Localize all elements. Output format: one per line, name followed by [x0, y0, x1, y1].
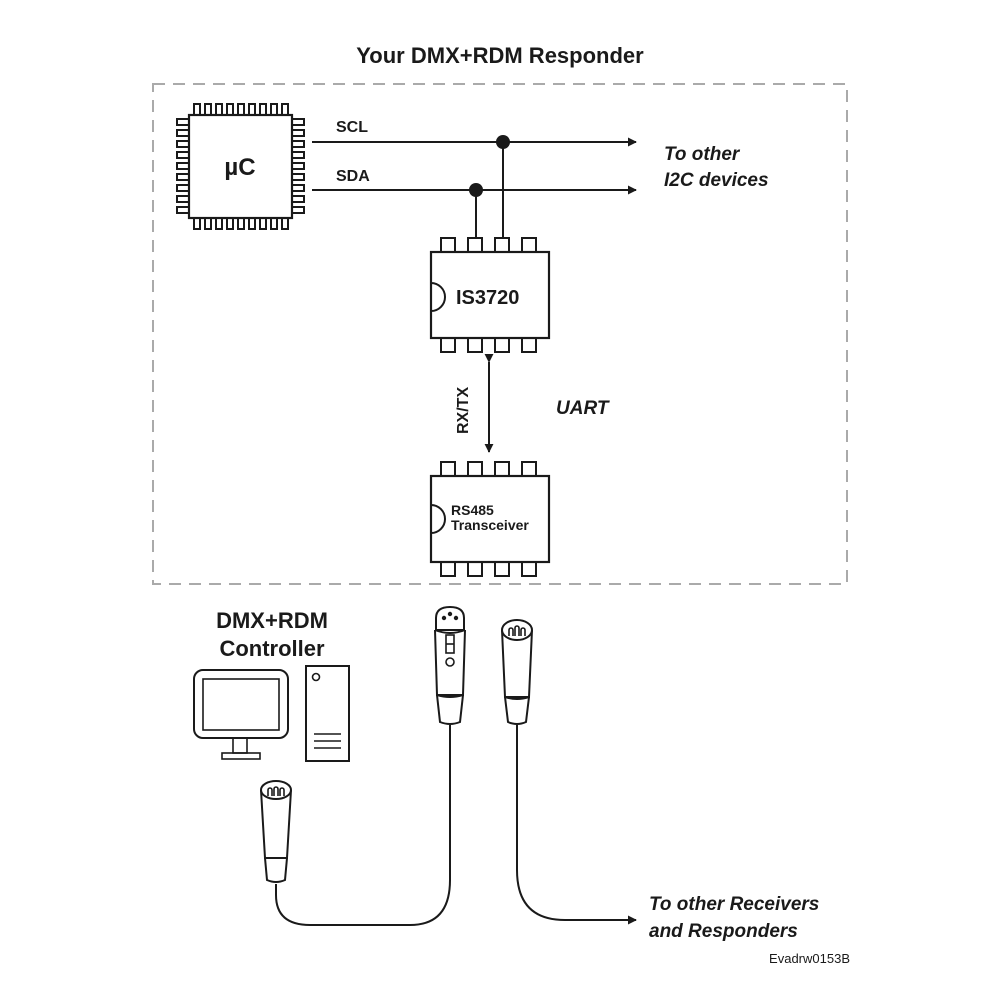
chip-pin [440, 237, 456, 253]
mcu-pin [270, 217, 278, 230]
transceiver-label-line2: Transceiver [451, 517, 529, 533]
chip-pin [494, 461, 510, 477]
mcu-pin [226, 103, 234, 116]
is3720-chip: IS3720 [429, 237, 551, 353]
chip-pin [521, 337, 537, 353]
chip-pin [467, 561, 483, 577]
scl-junction-dot [496, 135, 510, 149]
downstream-label-line1: To other Receivers [649, 894, 819, 915]
mcu-pin [176, 173, 190, 181]
mcu-pin [176, 129, 190, 137]
chip-pin [440, 561, 456, 577]
responder-boundary [152, 83, 848, 585]
is3720-label: IS3720 [456, 287, 519, 309]
mcu-pin [176, 151, 190, 159]
mcu-pin [291, 162, 305, 170]
chip-pin [494, 237, 510, 253]
microcontroller-label: µC [224, 154, 255, 181]
mcu-pin [215, 217, 223, 230]
mcu-pin [204, 103, 212, 116]
transceiver-label-line1: RS485 [451, 502, 494, 518]
chip-pin [521, 461, 537, 477]
chip-pin [467, 461, 483, 477]
responder-xlr-male-connector [501, 619, 533, 725]
i2c-destination-line1: To other [664, 144, 741, 165]
rxtx-label: RX/TX [455, 387, 472, 434]
responder-xlr-female-connector [434, 605, 466, 725]
chip-pin [440, 337, 456, 353]
mcu-pin [204, 217, 212, 230]
chip-pin [440, 461, 456, 477]
controller-label-line2: Controller [219, 636, 325, 661]
sda-junction-dot [469, 183, 483, 197]
chip-pin [467, 237, 483, 253]
mcu-pin [291, 118, 305, 126]
scl-label: SCL [336, 119, 368, 136]
mcu-pin [176, 195, 190, 203]
chip-pin [494, 337, 510, 353]
mcu-pin [281, 103, 289, 116]
mcu-pin [248, 103, 256, 116]
mcu-pin [291, 129, 305, 137]
uart-link: RX/TX UART [455, 353, 610, 453]
mcu-pin [291, 173, 305, 181]
i2c-bus: SCL SDA To other I2C devices [312, 119, 769, 238]
mcu-pin [248, 217, 256, 230]
mcu-pin [226, 217, 234, 230]
mcu-pin [193, 103, 201, 116]
chip-pin [494, 561, 510, 577]
controller-to-responder-cable [275, 725, 451, 926]
controller-label-line1: DMX+RDM [216, 608, 328, 633]
downstream-label-line2: and Responders [649, 921, 798, 942]
sda-label: SDA [336, 168, 370, 185]
mcu-pin [176, 118, 190, 126]
mcu-pin [237, 103, 245, 116]
mcu-pin [215, 103, 223, 116]
mcu-pin [259, 217, 267, 230]
controller-xlr-male-connector [260, 780, 292, 883]
mcu-pin [270, 103, 278, 116]
mcu-pin [176, 184, 190, 192]
mcu-pin [176, 140, 190, 148]
chip-pin [521, 237, 537, 253]
downstream-cable [516, 725, 637, 925]
mcu-pin [291, 195, 305, 203]
mcu-pin [291, 184, 305, 192]
microcontroller-chip: µC [176, 103, 305, 230]
mcu-pin [259, 103, 267, 116]
i2c-destination-line2: I2C devices [664, 170, 769, 191]
mcu-pin [291, 151, 305, 159]
mcu-pin [291, 140, 305, 148]
chip-pin [467, 337, 483, 353]
pc-tower-icon [305, 665, 350, 762]
rs485-transceiver-chip: RS485 Transceiver [429, 461, 551, 577]
uart-label: UART [556, 398, 610, 419]
diagram-title: Your DMX+RDM Responder [356, 43, 644, 68]
mcu-pin [291, 206, 305, 214]
monitor-icon [193, 669, 289, 760]
mcu-pin [176, 162, 190, 170]
mcu-pin [237, 217, 245, 230]
mcu-pin [281, 217, 289, 230]
mcu-pin [176, 206, 190, 214]
chip-pin [521, 561, 537, 577]
drawing-id: Evadrw0153B [769, 951, 850, 966]
mcu-pin [193, 217, 201, 230]
